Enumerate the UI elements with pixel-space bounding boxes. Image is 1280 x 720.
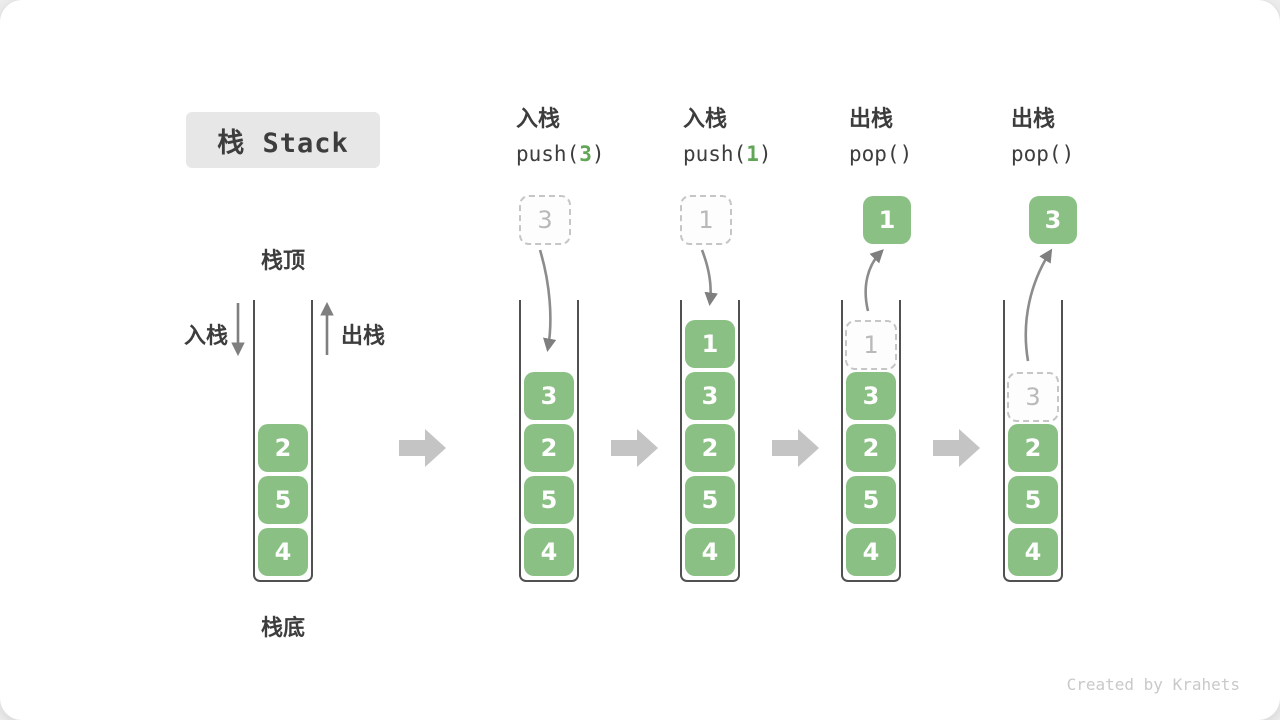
- header-label: 出栈: [849, 107, 894, 132]
- stage-push-3: 3 3 2 5 4: [519, 0, 579, 720]
- stack-block: 3: [846, 372, 896, 420]
- code-suffix: ): [899, 142, 913, 166]
- popped-block: 3: [1029, 196, 1077, 244]
- stack-well: [519, 300, 579, 582]
- code-arg: 3: [579, 142, 592, 166]
- stack-well: [253, 300, 313, 582]
- code-suffix: ): [758, 142, 772, 166]
- ghost-slot-block: 1: [845, 320, 897, 370]
- header-pop-1: 出栈 pop(): [849, 105, 912, 169]
- stack-block: 5: [258, 476, 308, 524]
- header-code: pop(): [1011, 139, 1074, 169]
- stack-block: 4: [258, 528, 308, 576]
- stack-block: 1: [685, 320, 735, 368]
- stack-block: 2: [846, 424, 896, 472]
- header-code: pop(): [849, 139, 912, 169]
- stack-block: 5: [685, 476, 735, 524]
- header-code: push(1): [683, 139, 772, 169]
- stack-block: 3: [524, 372, 574, 420]
- stack-block: 4: [524, 528, 574, 576]
- code-prefix: push(: [516, 142, 580, 166]
- header-pop-3: 出栈 pop(): [1011, 105, 1074, 169]
- next-stage-arrow-icon: [399, 429, 446, 467]
- code-suffix: ): [591, 142, 605, 166]
- stack-block: 3: [685, 372, 735, 420]
- stack-block: 4: [846, 528, 896, 576]
- next-stage-arrow-icon: [772, 429, 819, 467]
- stack-bottom-label: 栈底: [260, 616, 305, 641]
- code-suffix: ): [1061, 142, 1075, 166]
- stack-block: 4: [685, 528, 735, 576]
- stack-block: 5: [524, 476, 574, 524]
- stack-block: 5: [1008, 476, 1058, 524]
- stage-push-1: 1 1 3 2 5 4: [680, 0, 740, 720]
- stack-top-label: 栈顶: [260, 249, 305, 274]
- header-label: 出栈: [1011, 107, 1056, 132]
- stack-block: 2: [1008, 424, 1058, 472]
- next-stage-arrow-icon: [933, 429, 980, 467]
- stack-well: [841, 300, 901, 582]
- incoming-ghost-block: 3: [519, 195, 571, 245]
- stage-initial: 2 5 4: [253, 0, 313, 720]
- header-push-1: 入栈 push(1): [683, 105, 772, 169]
- ghost-slot-block: 3: [1007, 372, 1059, 422]
- stack-block: 4: [1008, 528, 1058, 576]
- stage-pop-3: 3 3 2 5 4: [1003, 0, 1077, 720]
- popped-block: 1: [863, 196, 911, 244]
- stack-block: 2: [685, 424, 735, 472]
- incoming-ghost-block: 1: [680, 195, 732, 245]
- stage-pop-1: 1 1 3 2 5 4: [841, 0, 911, 720]
- next-stage-arrow-icon: [611, 429, 658, 467]
- stack-well: [680, 300, 740, 582]
- code-prefix: pop(: [849, 142, 900, 166]
- code-prefix: pop(: [1011, 142, 1062, 166]
- header-label: 入栈: [516, 107, 561, 132]
- stack-block: 2: [258, 424, 308, 472]
- pop-side-label: 出栈: [341, 324, 386, 349]
- stack-well: [1003, 300, 1063, 582]
- header-label: 入栈: [683, 107, 728, 132]
- header-code: push(3): [516, 139, 605, 169]
- page-title: 栈 Stack: [217, 127, 349, 159]
- header-push-3: 入栈 push(3): [516, 105, 605, 169]
- code-arg: 1: [746, 142, 759, 166]
- watermark-credit: Created by Krahets: [1066, 675, 1240, 694]
- code-prefix: push(: [683, 142, 747, 166]
- push-side-label: 入栈: [183, 324, 228, 349]
- stack-block: 2: [524, 424, 574, 472]
- title-box: 栈 Stack: [186, 112, 380, 168]
- stack-block: 5: [846, 476, 896, 524]
